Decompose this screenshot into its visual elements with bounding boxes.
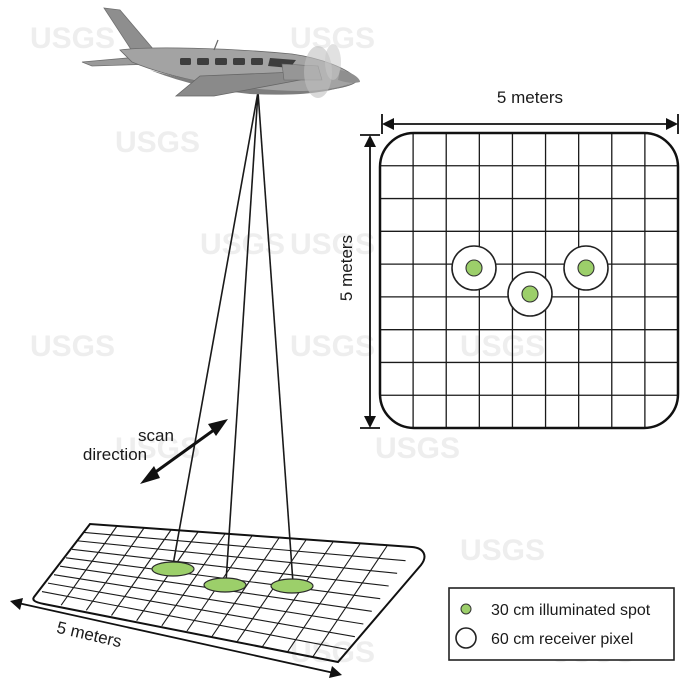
ground-grid-line — [77, 540, 398, 574]
ground-grid-line — [60, 525, 118, 606]
watermark-text: USGS — [460, 534, 545, 567]
panel-height-dimension — [360, 134, 380, 429]
watermark-text: USGS — [200, 228, 285, 261]
ground-grid-lines — [41, 525, 406, 658]
airplane-icon — [81, 7, 360, 98]
ground-illuminated-spot — [270, 578, 314, 594]
legend-item-label: 30 cm illuminated spot — [491, 602, 651, 619]
open-circle-icon — [455, 627, 477, 649]
legend: 30 cm illuminated spot 60 cm receiver pi… — [448, 587, 675, 661]
watermark-text: USGS — [30, 22, 115, 55]
ground-grid-line — [161, 533, 226, 627]
watermark-text: USGS — [290, 228, 375, 261]
ground-grid: 5 meters — [10, 522, 426, 678]
illuminated-spot — [521, 285, 539, 303]
ground-grid-line — [236, 539, 307, 642]
panel-height-label: 5 meters — [337, 235, 356, 301]
laser-beams — [172, 91, 294, 584]
footprint-grid-panel: 5 meters 5 meters — [337, 88, 680, 430]
ground-grid-line — [85, 527, 145, 611]
receiver-pixels — [451, 245, 609, 317]
panel-width-label: 5 meters — [497, 88, 563, 107]
ground-width-label: 5 meters — [55, 618, 124, 651]
ground-illuminated-spot — [203, 577, 247, 593]
laser-beam-middle — [225, 91, 259, 583]
ground-grid-line — [71, 548, 389, 587]
watermark-text: USGS — [290, 330, 375, 363]
ground-grid-line — [47, 582, 355, 638]
ground-grid-line — [287, 543, 361, 652]
watermark-text: USGS — [375, 432, 460, 465]
ground-illuminated-spot — [151, 561, 195, 577]
ground-grid-line — [53, 574, 364, 625]
ground-grid-line — [111, 529, 172, 616]
ground-grid-line — [41, 591, 347, 650]
legend-item-label: 60 cm receiver pixel — [491, 631, 633, 648]
panel-border — [378, 131, 680, 430]
watermark-text: USGS — [115, 126, 200, 159]
ground-grid-line — [312, 545, 388, 658]
illuminated-spot — [465, 259, 483, 277]
laser-beam-right — [257, 91, 294, 584]
laser-beam-left — [172, 91, 259, 566]
watermark-text: USGS — [30, 330, 115, 363]
illuminated-spot — [577, 259, 595, 277]
scan-label-line2: direction — [83, 445, 147, 464]
legend-box — [448, 587, 675, 661]
ground-border — [32, 522, 426, 664]
scan-direction-arrow — [140, 419, 228, 484]
ground-width-dimension — [10, 598, 342, 678]
scan-label-line1: scan — [138, 426, 174, 445]
green-dot-icon — [460, 603, 472, 615]
ground-grid-line — [262, 541, 334, 647]
ground-grid-line — [83, 531, 406, 562]
watermark-text: USGS — [460, 330, 545, 363]
panel-width-dimension — [381, 114, 679, 134]
